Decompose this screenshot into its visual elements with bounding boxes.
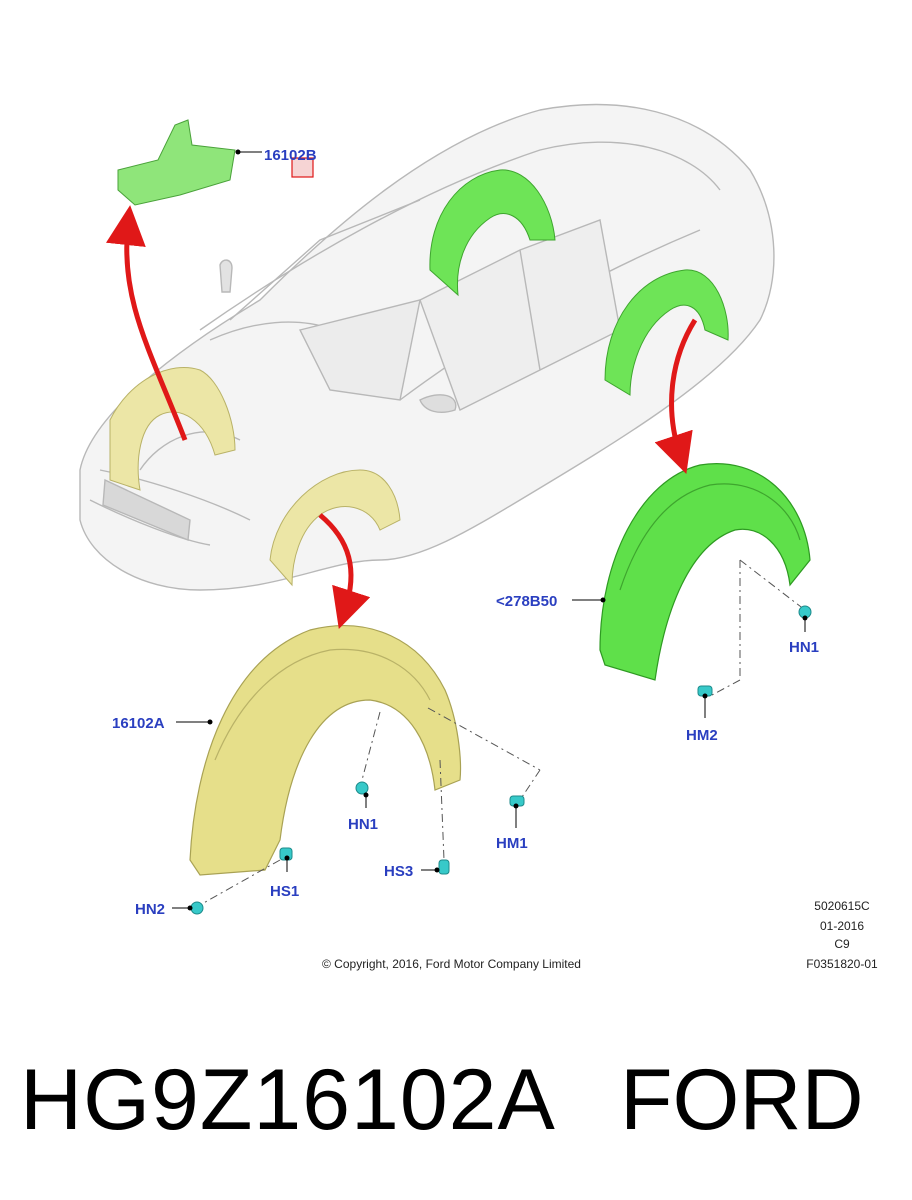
callout-hm1[interactable]: HM1 [496,835,528,852]
rear-liner-rib [619,483,801,591]
meta-rev: C9 [834,937,850,951]
callout-16102b[interactable]: 16102B [264,147,317,164]
callout-16102a[interactable]: 16102A [112,715,165,732]
rear-far-arch-on-car [429,169,556,297]
meta-date: 01-2016 [820,919,864,933]
front-inner-arch-on-car [109,366,236,491]
parts-diagram: 16102B 16102A <278B50 HN1 HM1 HS3 HS1 HN… [79,103,878,971]
part-number: HG9Z16102A [20,1052,556,1148]
arrow-to-rear-liner [654,318,698,474]
callout-hn1-front[interactable]: HN1 [348,816,378,833]
callout-278b50[interactable]: <278B50 [496,593,557,610]
front-liner-part [189,625,462,876]
callout-hs1[interactable]: HS1 [270,883,299,900]
meta-code2: F0351820-01 [806,957,878,971]
callout-hn1-rear[interactable]: HN1 [789,639,819,656]
callout-hs3[interactable]: HS3 [384,863,413,880]
clip-hs3 [438,859,450,875]
arrow-to-upper-shield [105,205,188,441]
callout-hn2[interactable]: HN2 [135,901,165,918]
upper-shield-part [117,119,236,206]
rear-liner-part [599,463,811,681]
clip-hn1-front [355,781,369,795]
copyright: © Copyright, 2016, Ford Motor Company Li… [322,957,581,971]
highlight-box [291,157,314,178]
front-liner-rib [214,648,431,761]
callout-hm2[interactable]: HM2 [686,727,718,744]
car-body [79,103,775,591]
rear-arch-on-car [604,269,729,396]
leader-dots [187,149,808,911]
arrow-to-front-liner [318,513,371,630]
clips [190,605,812,915]
meta-code1: 5020615C [814,899,870,913]
front-arch-on-car [269,469,401,587]
brand-name: FORD [620,1052,864,1148]
clip-hn2 [190,901,204,915]
fastener-lines [199,559,806,906]
leader-lines [172,151,806,909]
